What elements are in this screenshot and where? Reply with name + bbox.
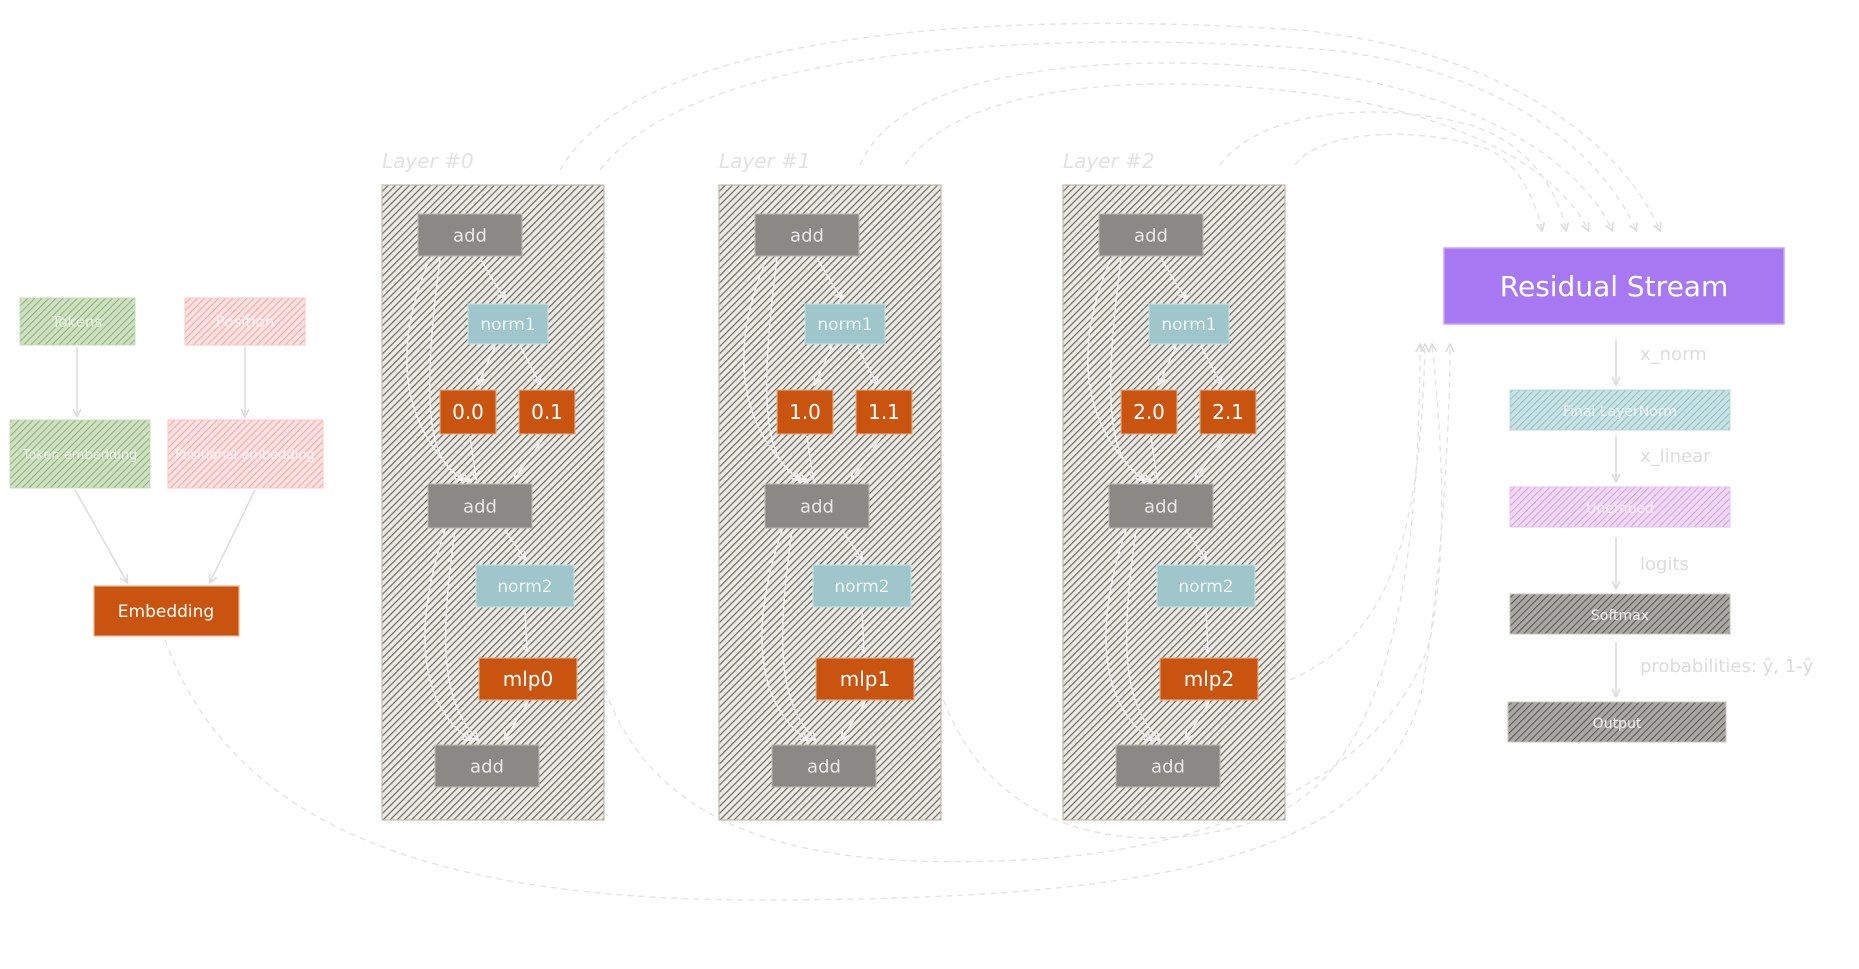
norm2-node: norm2 [1156,564,1256,608]
head-b-node-label: 2.1 [1212,400,1244,424]
add-node-1: add [417,213,523,257]
layer-edges [406,257,546,740]
edge-label-x-norm: x_norm [1640,344,1707,365]
edge-tokemb-embedding [74,489,127,582]
token-embedding-node: Token embedding [9,419,151,489]
edge-posemb-embedding [210,489,256,582]
edge-label-x-linear: x_linear [1640,446,1711,467]
norm2-node-label: norm2 [1178,577,1233,597]
residual-stream-node: Residual Stream [1443,247,1785,325]
add-node-3: add [434,744,540,788]
add-node-1: add [1098,213,1204,257]
norm2-node-label: norm2 [834,577,889,597]
head-a-node-label: 2.0 [1133,400,1165,424]
head-a-node: 0.0 [439,389,497,435]
add-node-2: add [764,483,870,529]
add-node-2: add [1108,483,1214,529]
mlp-node-label: mlp1 [840,667,890,691]
head-b-node: 2.1 [1199,389,1257,435]
edge-label-probabilities: probabilities: ŷ, 1-ŷ [1640,656,1814,677]
head-a-node: 1.0 [776,389,834,435]
norm1-node: norm1 [804,303,886,345]
layer-0: Layer #0 add norm1 0.0 0.1 add norm2 mlp0 add [381,149,605,821]
tokens-label: Tokens [51,313,103,331]
layer-1: Layer #1 add norm1 1.0 1.1 add norm2 mlp1 add [718,149,942,821]
add-node-3: add [1115,744,1221,788]
unembed-label: Unembed [1586,501,1654,517]
embedding-label: Embedding [118,602,214,622]
add-node-1-label: add [1134,225,1168,246]
mlp-node: mlp0 [478,657,578,701]
position-embedding-label: Positional embedding [175,448,315,463]
layer-title: Layer #0 [382,149,474,173]
layer-title: Layer #1 [719,149,811,173]
add-node-2: add [427,483,533,529]
mlp-node-label: mlp2 [1184,667,1234,691]
norm1-node-label: norm1 [480,315,535,335]
unembed-node: Unembed [1509,486,1731,528]
layer-edges [1087,257,1227,740]
position-node: Position [184,297,306,346]
tokens-node: Tokens [19,297,136,346]
layer-edges [743,257,883,740]
mlp-node-label: mlp0 [503,667,553,691]
add-node-3: add [771,744,877,788]
add-node-3-label: add [807,756,841,777]
add-node-3-label: add [1151,756,1185,777]
norm2-node: norm2 [812,564,912,608]
softmax-node: Softmax [1509,593,1731,635]
add-node-1-label: add [453,225,487,246]
softmax-label: Softmax [1591,608,1649,624]
head-a-node: 2.0 [1120,389,1178,435]
norm2-node-label: norm2 [497,577,552,597]
add-node-1-label: add [790,225,824,246]
output-node: Output [1507,701,1727,743]
norm1-node-label: norm1 [817,315,872,335]
head-b-node-label: 0.1 [531,400,563,424]
residual-stream-label: Residual Stream [1500,270,1728,303]
head-a-node-label: 0.0 [452,400,484,424]
final-layernorm-node: Final LayerNorm [1509,389,1731,431]
output-label: Output [1593,716,1642,732]
head-b-node: 0.1 [518,389,576,435]
mlp-node: mlp1 [815,657,915,701]
head-b-node-label: 1.1 [868,400,900,424]
norm1-node-label: norm1 [1161,315,1216,335]
output-section: Residual Stream Final LayerNorm Unembed … [1443,247,1814,743]
token-embedding-label: Token embedding [22,448,138,463]
head-b-node: 1.1 [855,389,913,435]
mlp-node: mlp2 [1159,657,1259,701]
norm2-node: norm2 [475,564,575,608]
add-node-2-label: add [463,496,497,517]
residual-connections [164,22,1660,901]
input-section: Tokens Position Token embedding Position… [9,297,324,637]
add-node-3-label: add [470,756,504,777]
layer-title: Layer #2 [1063,149,1155,173]
position-label: Position [216,313,274,331]
position-embedding-node: Positional embedding [167,419,324,489]
add-node-1: add [754,213,860,257]
embedding-node: Embedding [93,585,240,637]
final-layernorm-label: Final LayerNorm [1563,404,1677,420]
norm1-node: norm1 [467,303,549,345]
add-node-2-label: add [1144,496,1178,517]
norm1-node: norm1 [1148,303,1230,345]
edge-label-logits: logits [1640,554,1689,575]
head-a-node-label: 1.0 [789,400,821,424]
layer-2: Layer #2 add norm1 2.0 2.1 add norm2 mlp2 add [1062,149,1286,821]
add-node-2-label: add [800,496,834,517]
